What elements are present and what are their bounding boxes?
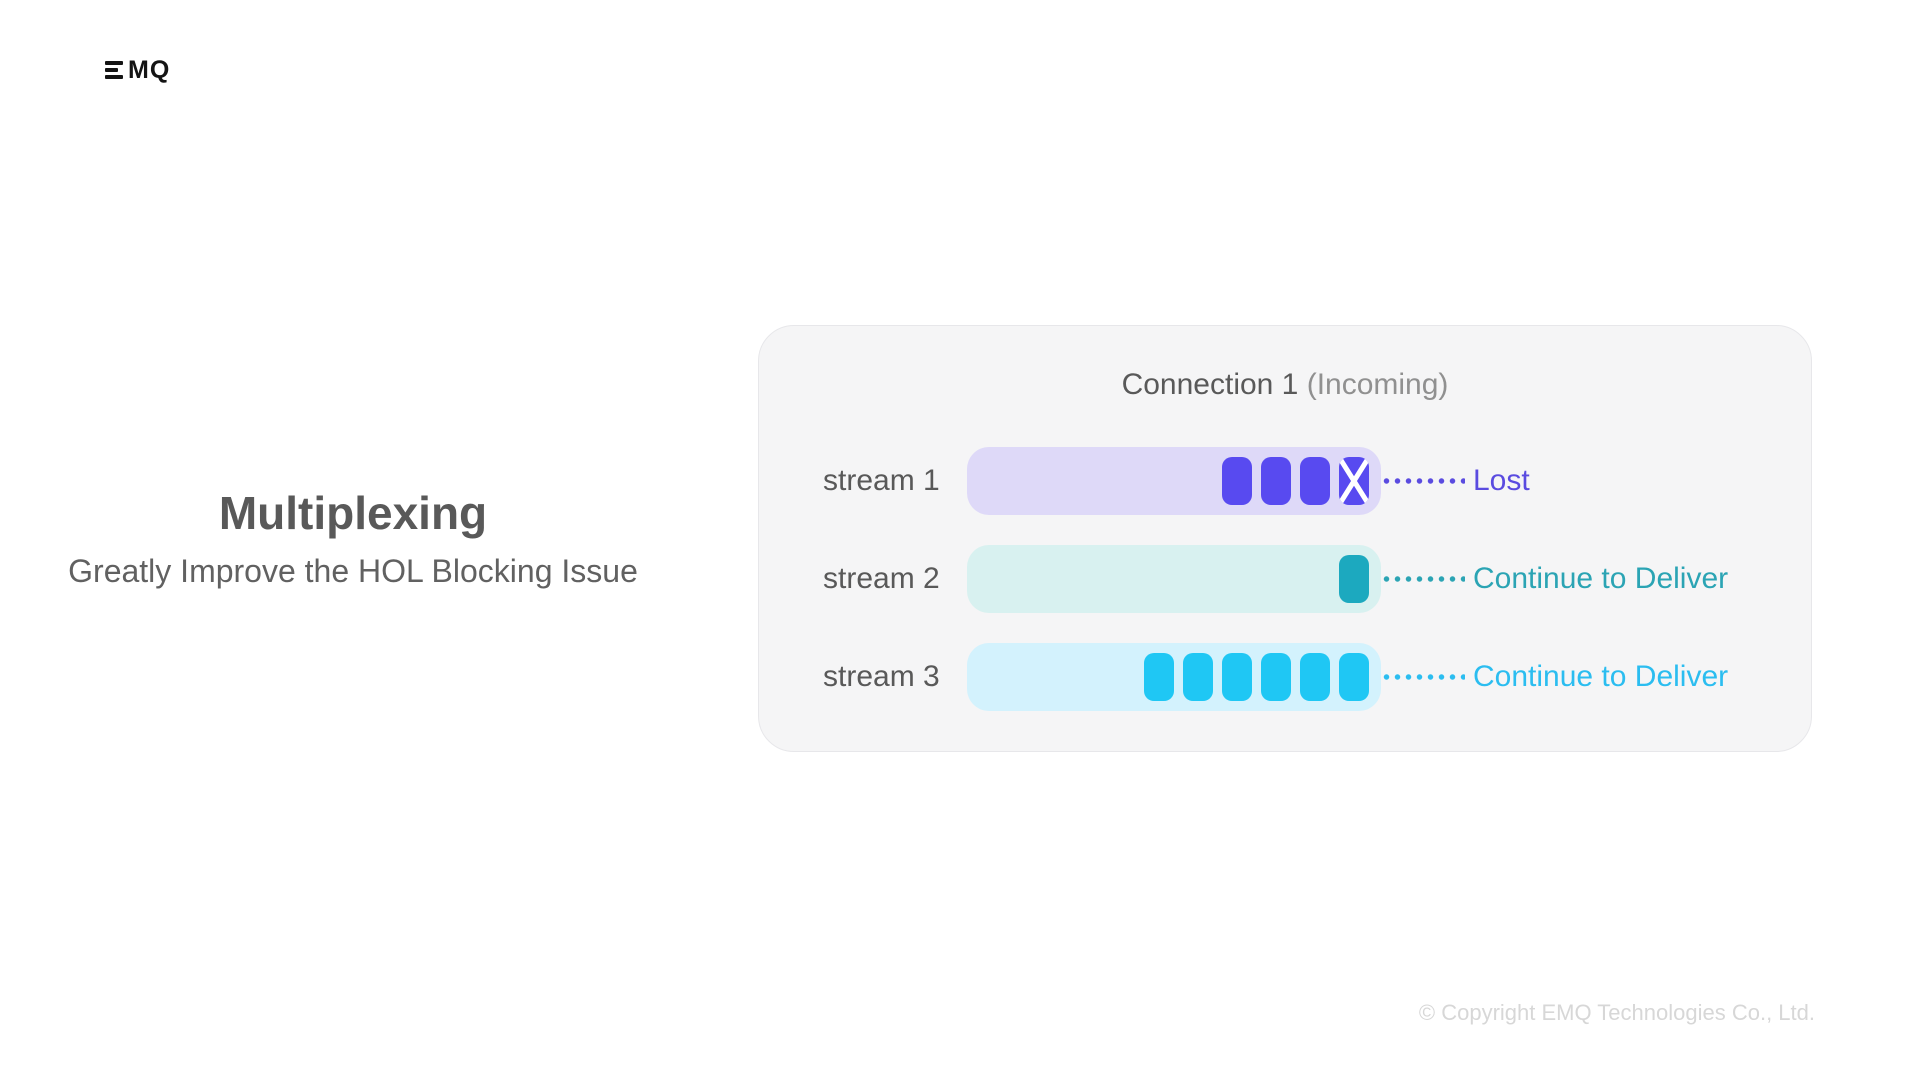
copyright-text: © Copyright EMQ Technologies Co., Ltd. — [1418, 1000, 1815, 1025]
dotted-connector — [1381, 672, 1465, 682]
packet-block — [1144, 653, 1174, 701]
packet-block-lost-x-icon — [1339, 457, 1369, 505]
packet-block — [1183, 653, 1213, 701]
page-subtitle: Greatly Improve the HOL Blocking Issue — [68, 553, 638, 589]
emq-bars-icon — [105, 61, 123, 79]
stream-label: stream 3 — [823, 660, 940, 693]
dotted-connector — [1381, 476, 1465, 486]
stream-status: Lost — [1473, 464, 1530, 497]
packet-block — [1300, 457, 1330, 505]
stream-label: stream 1 — [823, 464, 940, 497]
stream-row: stream 2 Continue to Deliver — [823, 545, 1728, 613]
connection-title-primary: Connection 1 — [1121, 368, 1299, 401]
packet-block — [1222, 653, 1252, 701]
stream-status: Continue to Deliver — [1473, 660, 1729, 693]
packet-block — [1339, 653, 1369, 701]
stream-label: stream 2 — [823, 562, 940, 595]
stream-bar — [967, 643, 1381, 711]
packet-block — [1339, 555, 1369, 603]
emq-logo: MQ — [105, 56, 171, 84]
stream-bar — [967, 545, 1381, 613]
stream-bar — [967, 447, 1381, 515]
connection-title: Connection 1 (Incoming) — [759, 368, 1811, 402]
dotted-connector — [1381, 574, 1465, 584]
packet-block — [1261, 653, 1291, 701]
stream-status: Continue to Deliver — [1473, 562, 1729, 595]
page-title: Multiplexing — [218, 487, 488, 539]
packet-block — [1261, 457, 1291, 505]
stream-row: stream 1 Lost — [823, 447, 1530, 515]
packet-block — [1222, 457, 1252, 505]
hero-section: Multiplexing Greatly Improve the HOL Blo… — [53, 486, 653, 592]
packet-block — [1300, 653, 1330, 701]
stream-row: stream 3 Continue to Deliver — [823, 643, 1728, 711]
connection-title-secondary: (Incoming) — [1298, 368, 1449, 401]
logo-text: MQ — [128, 56, 171, 84]
